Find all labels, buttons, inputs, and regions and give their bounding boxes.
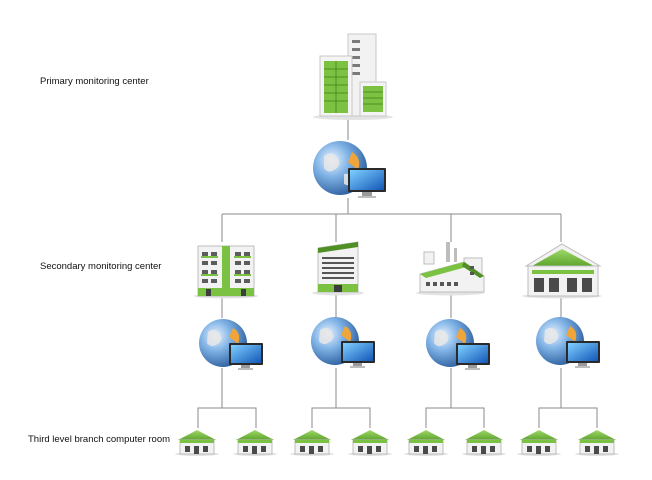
warehouse-icon <box>522 243 602 299</box>
small-house-icon <box>462 430 506 456</box>
branch-bus-3 <box>425 407 485 428</box>
globe-monitor-icon <box>536 317 600 368</box>
factory-icon <box>416 242 485 296</box>
third-level-label: Third level branch computer room <box>28 434 171 445</box>
small-house-icon <box>404 430 448 456</box>
globe-monitor-icon <box>313 141 386 198</box>
small-house-icon <box>290 430 334 456</box>
branch-bus-4 <box>538 407 598 428</box>
office-block-icon <box>312 241 364 296</box>
connection-lines <box>197 118 598 428</box>
branch-bus-1 <box>197 407 257 428</box>
branch-bus-2 <box>311 407 371 428</box>
small-house-icon <box>575 430 619 456</box>
globe-monitor-icon <box>199 319 263 370</box>
office-tower-icon <box>313 33 393 120</box>
small-house-icon <box>175 430 219 456</box>
small-house-icon <box>517 430 561 456</box>
globe-monitor-icon <box>311 317 375 368</box>
globe-monitor-icon <box>426 319 490 370</box>
small-house-icon <box>233 430 277 456</box>
secondary-level-label: Secondary monitoring center <box>40 261 162 272</box>
small-house-icon <box>348 430 392 456</box>
primary-level-label: Primary monitoring center <box>40 76 149 87</box>
apartment-block-icon <box>194 245 258 299</box>
branch-rooms <box>175 430 619 456</box>
